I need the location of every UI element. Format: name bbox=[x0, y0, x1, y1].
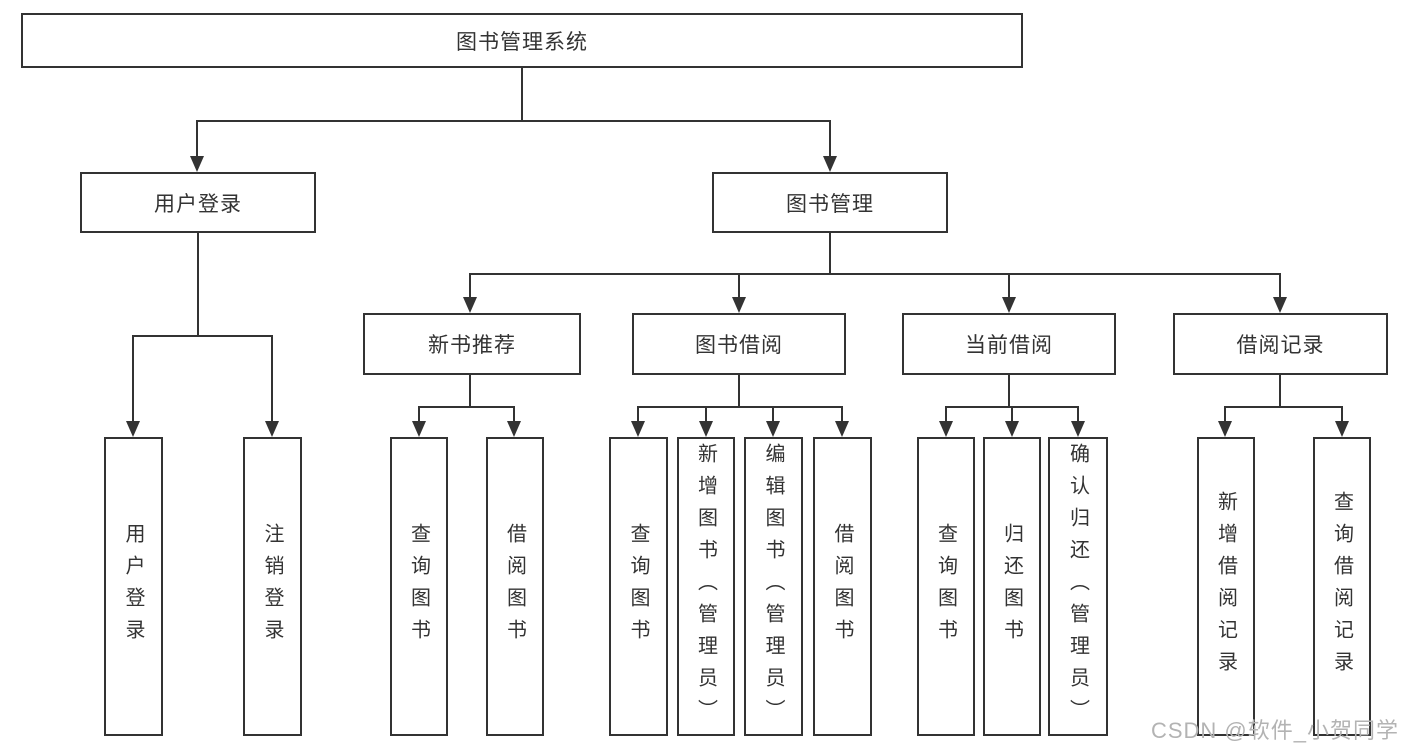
leaf-records-add-record-label: 新增借阅记录 bbox=[1214, 490, 1237, 683]
connector-line bbox=[738, 273, 740, 299]
connector-line bbox=[419, 406, 515, 408]
connector-line bbox=[1279, 375, 1281, 406]
leaf-newbook-borrow-books-label: 借阅图书 bbox=[503, 522, 526, 651]
connector-line bbox=[513, 406, 515, 423]
arrowhead-down-icon bbox=[835, 421, 849, 437]
leaf-user-login: 用户登录 bbox=[104, 437, 163, 736]
arrowhead-down-icon bbox=[412, 421, 426, 437]
leaf-current-query-books: 查询图书 bbox=[917, 437, 975, 736]
leaf-current-query-books-label: 查询图书 bbox=[934, 522, 957, 651]
leaf-borrowing-edit-books-admin: 编辑图书（管理员） bbox=[744, 437, 803, 736]
connector-line bbox=[469, 273, 471, 299]
connector-line bbox=[1224, 406, 1226, 423]
arrowhead-down-icon bbox=[766, 421, 780, 437]
connector-line bbox=[1077, 406, 1079, 423]
node-user-login: 用户登录 bbox=[80, 172, 316, 233]
arrowhead-down-icon bbox=[126, 421, 140, 437]
arrowhead-down-icon bbox=[1335, 421, 1349, 437]
leaf-newbook-query-books-label: 查询图书 bbox=[407, 522, 430, 651]
connector-line bbox=[132, 335, 134, 423]
connector-line bbox=[521, 68, 523, 120]
connector-line bbox=[197, 233, 199, 335]
connector-line bbox=[271, 335, 273, 423]
arrowhead-down-icon bbox=[1071, 421, 1085, 437]
node-book-management-label: 图书管理 bbox=[786, 192, 874, 216]
leaf-borrowing-borrow-books-label: 借阅图书 bbox=[831, 522, 853, 651]
leaf-newbook-query-books: 查询图书 bbox=[390, 437, 448, 736]
node-library-system-label: 图书管理系统 bbox=[456, 30, 588, 54]
arrowhead-down-icon bbox=[190, 156, 204, 172]
leaf-borrowing-edit-books-admin-label: 编辑图书（管理员） bbox=[762, 442, 784, 731]
node-library-system: 图书管理系统 bbox=[21, 13, 1023, 68]
leaf-current-return-books: 归还图书 bbox=[983, 437, 1041, 736]
node-current-borrowing: 当前借阅 bbox=[902, 313, 1116, 375]
connector-line bbox=[1008, 375, 1010, 406]
leaf-records-query-record-label: 查询借阅记录 bbox=[1330, 490, 1353, 683]
arrowhead-down-icon bbox=[1218, 421, 1232, 437]
connector-line bbox=[829, 120, 831, 158]
leaf-newbook-borrow-books: 借阅图书 bbox=[486, 437, 544, 736]
connector-line bbox=[638, 406, 842, 408]
connector-line bbox=[705, 406, 707, 423]
leaf-logout: 注销登录 bbox=[243, 437, 302, 736]
connector-line bbox=[1008, 273, 1010, 299]
connector-line bbox=[637, 406, 639, 423]
csdn-watermark: CSDN @软件_小贺同学 bbox=[1150, 718, 1399, 743]
connector-line bbox=[1011, 406, 1013, 423]
leaf-current-confirm-return-admin-label: 确认归还（管理员） bbox=[1066, 442, 1089, 731]
node-book-borrowing: 图书借阅 bbox=[632, 313, 846, 375]
arrowhead-down-icon bbox=[265, 421, 279, 437]
arrowhead-down-icon bbox=[1273, 297, 1287, 313]
leaf-current-return-books-label: 归还图书 bbox=[1000, 522, 1023, 651]
node-borrowing-records-label: 借阅记录 bbox=[1236, 334, 1325, 357]
arrowhead-down-icon bbox=[699, 421, 713, 437]
connector-line bbox=[841, 406, 843, 423]
connector-line bbox=[945, 406, 947, 423]
leaf-records-add-record: 新增借阅记录 bbox=[1197, 437, 1255, 736]
arrowhead-down-icon bbox=[507, 421, 521, 437]
connector-line bbox=[197, 120, 831, 122]
connector-line bbox=[1225, 406, 1342, 408]
leaf-logout-label: 注销登录 bbox=[261, 522, 283, 651]
arrowhead-down-icon bbox=[823, 156, 837, 172]
node-borrowing-records: 借阅记录 bbox=[1173, 313, 1388, 375]
leaf-borrowing-add-books-admin: 新增图书（管理员） bbox=[677, 437, 735, 736]
connector-line bbox=[738, 375, 740, 406]
connector-line bbox=[470, 273, 1281, 275]
arrowhead-down-icon bbox=[1005, 421, 1019, 437]
node-new-book-recommend-label: 新书推荐 bbox=[428, 334, 516, 357]
arrowhead-down-icon bbox=[1002, 297, 1016, 313]
connector-line bbox=[418, 406, 420, 423]
leaf-borrowing-add-books-admin-label: 新增图书（管理员） bbox=[694, 442, 717, 731]
node-new-book-recommend: 新书推荐 bbox=[363, 313, 581, 375]
leaf-borrowing-query-books: 查询图书 bbox=[609, 437, 668, 736]
node-book-borrowing-label: 图书借阅 bbox=[695, 334, 783, 357]
connector-line bbox=[133, 335, 273, 337]
connector-line bbox=[772, 406, 774, 423]
leaf-current-confirm-return-admin: 确认归还（管理员） bbox=[1048, 437, 1108, 736]
connector-line bbox=[469, 375, 471, 406]
leaf-records-query-record: 查询借阅记录 bbox=[1313, 437, 1371, 736]
node-book-management: 图书管理 bbox=[712, 172, 948, 233]
leaf-borrowing-borrow-books: 借阅图书 bbox=[813, 437, 872, 736]
arrowhead-down-icon bbox=[631, 421, 645, 437]
connector-line bbox=[1279, 273, 1281, 299]
leaf-user-login-label: 用户登录 bbox=[122, 522, 144, 651]
arrowhead-down-icon bbox=[939, 421, 953, 437]
node-current-borrowing-label: 当前借阅 bbox=[965, 334, 1053, 357]
leaf-borrowing-query-books-label: 查询图书 bbox=[627, 522, 649, 651]
arrowhead-down-icon bbox=[732, 297, 746, 313]
connector-line bbox=[196, 120, 198, 158]
arrowhead-down-icon bbox=[463, 297, 477, 313]
connector-line bbox=[829, 233, 831, 273]
connector-line bbox=[1341, 406, 1343, 423]
node-user-login-label: 用户登录 bbox=[154, 192, 242, 216]
